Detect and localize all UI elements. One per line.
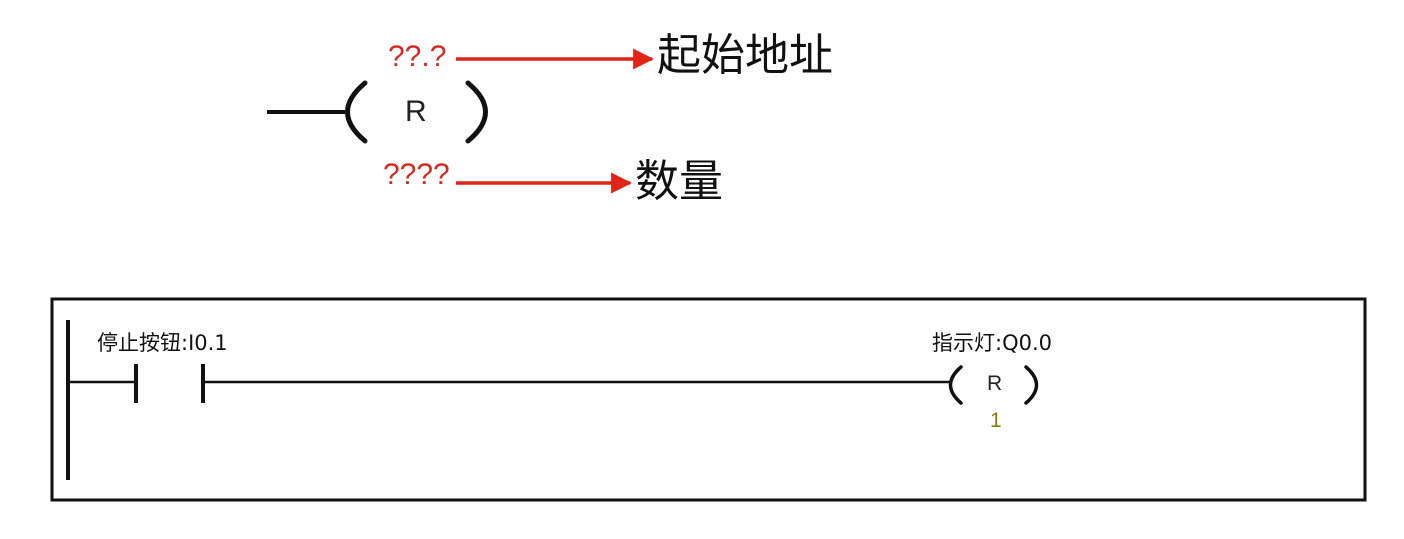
ladder-coil-right-paren bbox=[1024, 365, 1039, 405]
ladder-coil-count: 1 bbox=[990, 409, 1002, 432]
contact-label: 停止按钮:I0.1 bbox=[97, 331, 228, 355]
count-meaning-label: 数量 bbox=[635, 156, 723, 207]
legend-coil-letter: R bbox=[405, 95, 427, 128]
count-placeholder: ???? bbox=[383, 158, 450, 191]
legend-coil-right-paren bbox=[465, 80, 488, 144]
ladder-network-frame bbox=[50, 297, 1367, 502]
address-placeholder: ??.? bbox=[388, 40, 447, 73]
ladder-coil-letter: R bbox=[987, 372, 1003, 395]
legend-coil-left-paren bbox=[345, 80, 368, 144]
coil-label: 指示灯:Q0.0 bbox=[932, 331, 1053, 355]
address-meaning-label: 起始地址 bbox=[657, 30, 833, 81]
ladder-coil-left-paren bbox=[948, 365, 963, 405]
